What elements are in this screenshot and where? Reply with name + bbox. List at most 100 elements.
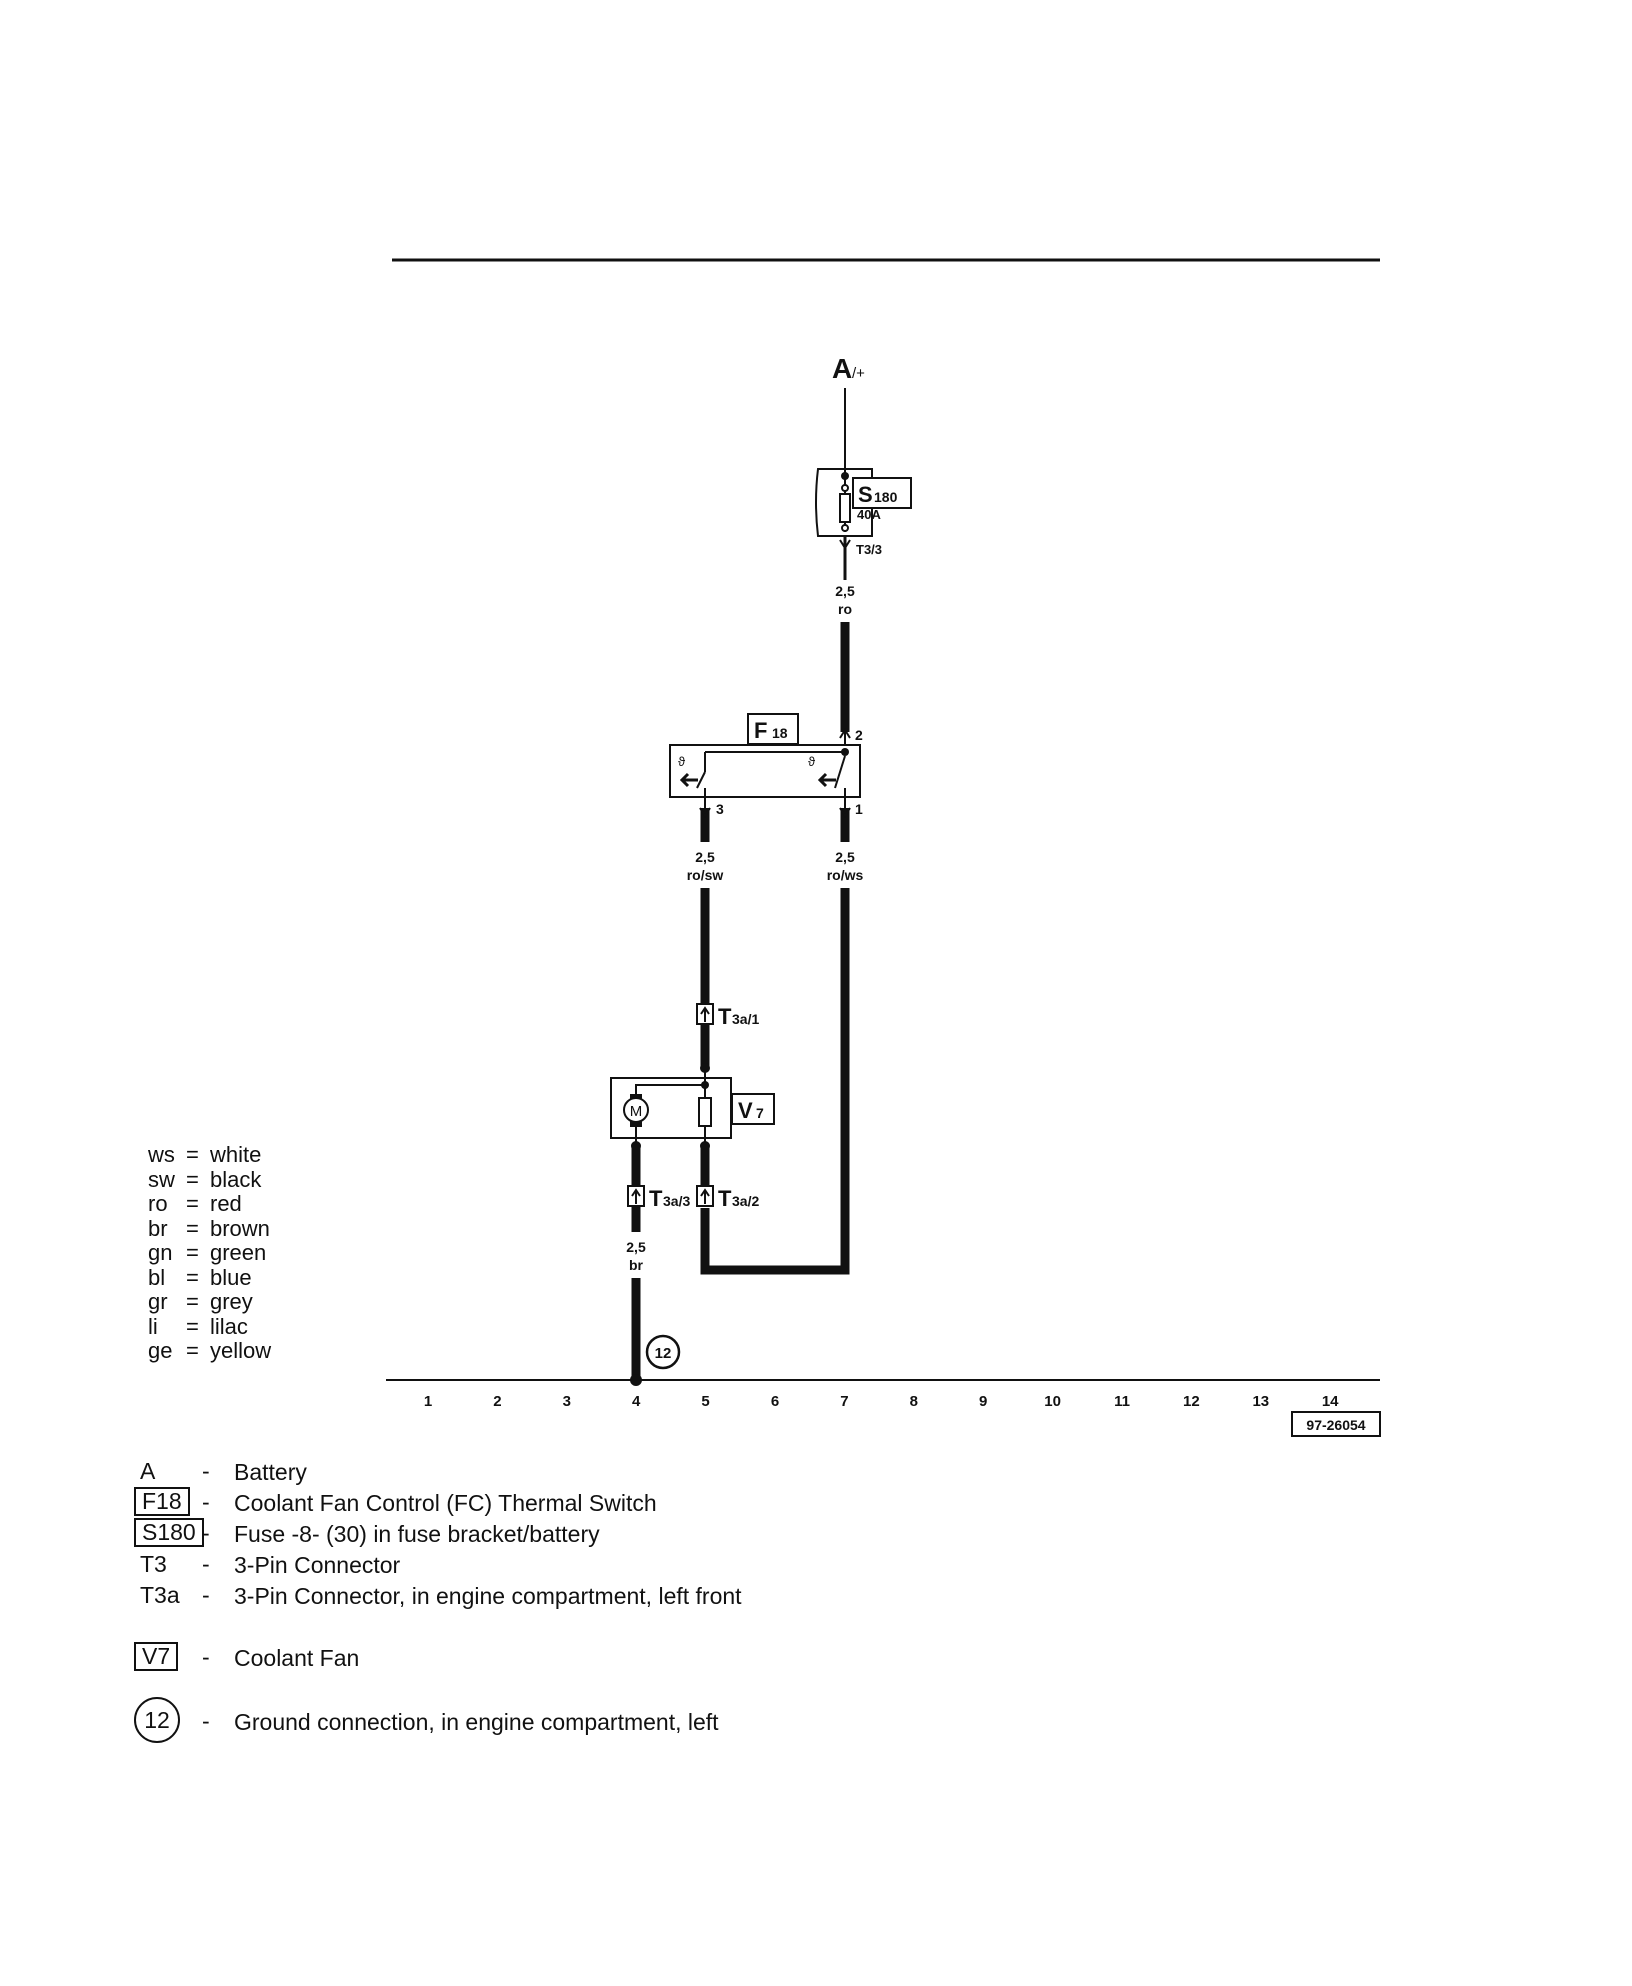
connector-t3a-3: T 3a/3 [627, 1185, 690, 1211]
color-name: yellow [210, 1338, 272, 1363]
switch-node-top [841, 748, 849, 756]
legend-separator: - [202, 1582, 210, 1608]
connector-t3a-3-main: T [649, 1186, 663, 1211]
color-legend-row: li=lilac [148, 1313, 271, 1340]
component-description: 3-Pin Connector [234, 1552, 401, 1578]
component-symbol: T3 [140, 1551, 167, 1577]
ground-point-12: 12 [645, 1334, 681, 1370]
connector-t3a-2: T 3a/2 [696, 1185, 759, 1211]
fuse-node-top [841, 472, 849, 480]
switch-pin-right: 1 [855, 801, 863, 817]
fuse-id-box [852, 477, 912, 509]
component-description: 3-Pin Connector, in engine compartment, … [234, 1583, 742, 1609]
diagram-code: 97-26054 [1306, 1417, 1365, 1433]
component-symbol: V7 [134, 1642, 179, 1671]
fan-id-box [731, 1093, 775, 1125]
track-number: 12 [1183, 1393, 1200, 1410]
connector-t3a-2-main: T [718, 1186, 732, 1211]
connector-t3a-1-main: T [718, 1004, 732, 1029]
wire4-size: 2,5 [626, 1239, 646, 1255]
wire3-size: 2,5 [835, 849, 855, 865]
color-code: bl [148, 1264, 166, 1290]
fan-id-sub: 7 [756, 1105, 764, 1121]
thermal-switch-f18: F 18 2 ϑ ϑ 3 1 [669, 713, 863, 817]
fan-resistor [698, 1097, 712, 1127]
battery-sub-label: /+ [852, 365, 865, 382]
ground-number: 12 [655, 1345, 672, 1362]
fuse-id: S [858, 482, 873, 507]
color-legend-row: sw=black [148, 1166, 271, 1193]
thermo-symbol-right: ϑ [808, 754, 816, 769]
component-description: Battery [234, 1459, 307, 1485]
switch-pin-left: 3 [716, 801, 724, 817]
legend-separator: - [202, 1458, 210, 1484]
color-legend-row: br=brown [148, 1215, 271, 1242]
switch-contact-right [834, 755, 846, 789]
equals-sign: = [186, 1215, 199, 1241]
color-legend-row: gn=green [148, 1241, 271, 1266]
track-number: 1 [424, 1393, 432, 1410]
color-name: black [210, 1166, 262, 1192]
legend-separator: - [202, 1644, 210, 1670]
connector-t3a-2-sub: 3a/2 [732, 1193, 759, 1209]
wire1-size: 2,5 [835, 583, 855, 599]
track-number: 2 [493, 1393, 501, 1410]
component-description: Coolant Fan [234, 1645, 360, 1671]
color-name: green [210, 1240, 267, 1265]
wire2-size: 2,5 [695, 849, 715, 865]
diagram-code-box [1291, 1411, 1381, 1437]
color-code: ws [148, 1142, 175, 1167]
color-code: gr [148, 1289, 168, 1314]
component-symbol: S180 [134, 1518, 204, 1547]
wire1-color: ro [838, 601, 852, 617]
legend-separator: - [202, 1551, 210, 1577]
fan-id: V [738, 1098, 753, 1123]
color-legend-row: ws = white [148, 1143, 271, 1168]
color-legend-row: ge=yellow [148, 1339, 271, 1364]
component-symbol: T3a [140, 1582, 180, 1608]
track-number: 4 [632, 1393, 641, 1410]
equals-sign: = [186, 1191, 199, 1216]
component-description: Ground connection, in engine compartment… [234, 1709, 719, 1735]
fuse-node-bottom [841, 524, 849, 532]
switch-id-sub: 18 [772, 725, 788, 741]
color-code: ge [148, 1338, 173, 1363]
component-symbol: A [140, 1458, 156, 1484]
switch-actuator-left [679, 772, 698, 788]
thermo-symbol-left: ϑ [678, 754, 686, 769]
color-name: brown [210, 1215, 270, 1241]
fuse-id-sub: 180 [874, 489, 898, 505]
equals-sign: = [186, 1142, 199, 1167]
coolant-fan-v7: M V 7 [610, 1068, 775, 1151]
component-symbol: F18 [134, 1487, 190, 1516]
fuse-rating: 40A [857, 507, 881, 522]
equals-sign: = [186, 1313, 199, 1339]
ground-circle [645, 1334, 681, 1370]
color-code: sw [148, 1166, 175, 1192]
color-name: red [210, 1191, 242, 1216]
track-number: 14 [1322, 1393, 1339, 1410]
switch-body [669, 744, 861, 798]
track-number: 8 [910, 1393, 918, 1410]
track-number: 3 [563, 1393, 571, 1410]
fuse-element [839, 493, 851, 523]
switch-actuator-right [817, 772, 836, 788]
color-legend-row: gr=grey [148, 1290, 271, 1315]
component-description: Coolant Fan Control (FC) Thermal Switch [234, 1490, 657, 1516]
fuse-connector-label: T3/3 [856, 542, 882, 557]
wire3-color: ro/ws [827, 867, 864, 883]
switch-id: F [754, 718, 767, 743]
fuse-node-mid [841, 484, 849, 492]
legend-separator: - [202, 1489, 210, 1515]
switch-contact-left [696, 771, 706, 789]
connector-t3a-1-sub: 3a/1 [732, 1011, 759, 1027]
legend-separator: - [202, 1520, 210, 1546]
color-legend-row: ro=red [148, 1192, 271, 1217]
color-name: white [210, 1142, 262, 1167]
color-name: blue [210, 1264, 252, 1290]
wire-fuse-out-arrow [839, 539, 851, 550]
fan-motor-feed [635, 1084, 705, 1096]
